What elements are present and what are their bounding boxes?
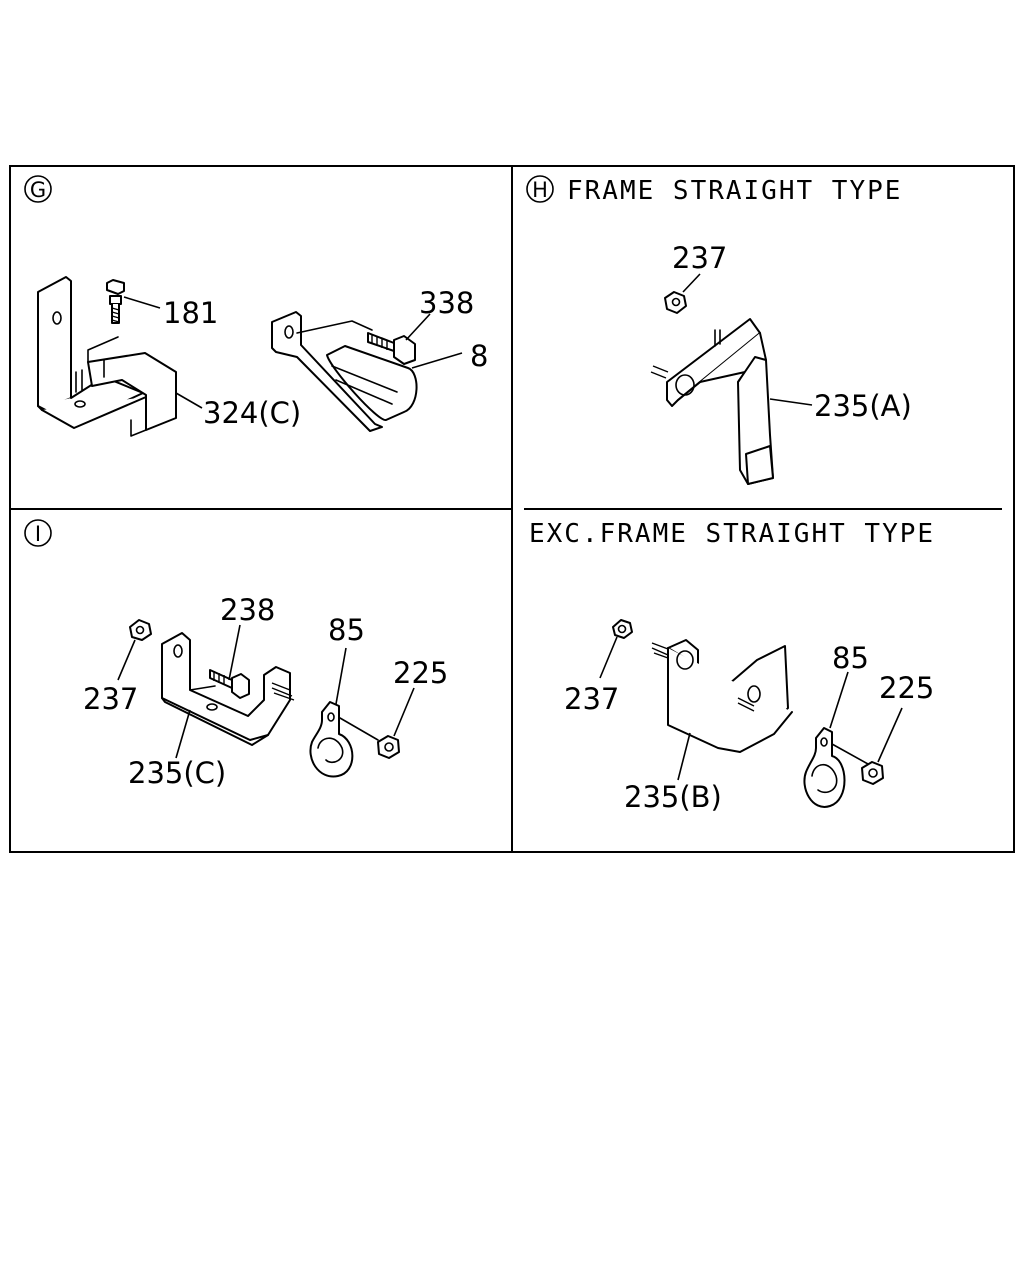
nut-225-i-drawing (377, 687, 415, 759)
panel-g-marker: G (24, 175, 52, 203)
bracket-235a-drawing (650, 318, 813, 485)
panel-h: H FRAME STRAIGHT TYPE 237 235(A) (526, 175, 912, 485)
callout-237-h: 237 (672, 241, 727, 275)
stud-threads (271, 682, 295, 701)
callout-324c: 324(C) (203, 396, 301, 430)
callout-237-h2: 237 (564, 682, 619, 716)
marker-letter: G (30, 178, 46, 202)
bolt-338-drawing (367, 313, 431, 365)
callout-338: 338 (419, 286, 474, 320)
clip-85-h2-drawing (803, 671, 869, 808)
bolt-238-drawing (209, 624, 250, 699)
panel-i: I (24, 519, 448, 790)
marker-letter: I (35, 522, 41, 546)
nut-225-h2-drawing (861, 707, 903, 785)
clamp-8-drawing (271, 311, 463, 432)
nut-237-h-drawing (664, 273, 701, 314)
callout-225-i: 225 (393, 656, 448, 690)
callout-8: 8 (470, 339, 488, 373)
callout-225-h2: 225 (879, 671, 934, 705)
marker-circle (526, 175, 554, 203)
marker-circle (24, 519, 52, 547)
bolt-181-drawing (106, 279, 161, 324)
marker-letter: H (532, 178, 548, 202)
nut-237-h2-drawing (599, 619, 669, 679)
nut-237-i-drawing (117, 619, 152, 681)
panel-i-marker: I (24, 519, 52, 547)
callout-85-h2: 85 (832, 641, 869, 675)
callout-235c: 235(C) (128, 756, 226, 790)
bracket-235b-drawing (667, 639, 793, 781)
leader-324c (175, 392, 203, 409)
clip-85-i-drawing (309, 647, 379, 778)
callout-237-i: 237 (83, 682, 138, 716)
marker-circle (24, 175, 52, 203)
panel-g: G (24, 175, 488, 437)
callout-85-i: 85 (328, 613, 365, 647)
callout-235b: 235(B) (624, 780, 722, 814)
diagram-frame (9, 165, 1015, 853)
callout-235a: 235(A) (814, 389, 912, 423)
callout-181: 181 (163, 296, 218, 330)
panel-h-marker: H (526, 175, 554, 203)
bracket-324c-drawing (37, 276, 177, 437)
panel-h-exc-title: EXC.FRAME STRAIGHT TYPE (529, 519, 935, 549)
bracket-235c-drawing (161, 632, 291, 759)
panel-h-exc: EXC.FRAME STRAIGHT TYPE (529, 519, 935, 814)
panel-h-title: FRAME STRAIGHT TYPE (567, 176, 902, 206)
callout-238: 238 (220, 593, 275, 627)
